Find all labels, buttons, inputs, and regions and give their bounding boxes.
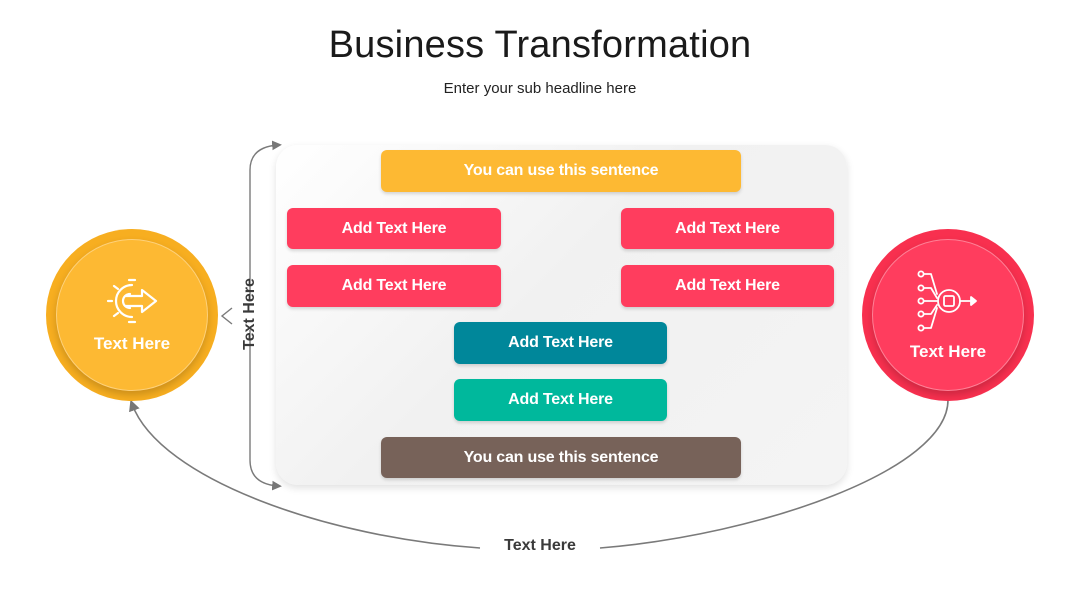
bottom-arc-right	[599, 399, 949, 549]
bracket-line-top	[249, 140, 282, 300]
bottom-label: Text Here	[504, 537, 576, 554]
bottom-arc-left	[129, 399, 481, 549]
text-box-label: Add Text Here	[508, 334, 613, 351]
circuit-chip-icon	[917, 270, 977, 332]
text-box-row1-right: Add Text Here	[621, 208, 834, 249]
page-subtitle: Enter your sub headline here	[443, 80, 637, 97]
text-box-row1-left: Add Text Here	[287, 208, 501, 249]
text-box-teal-dark: Add Text Here	[454, 322, 667, 364]
text-box-row2-left: Add Text Here	[287, 265, 501, 307]
bottom-sentence-label: You can use this sentence	[463, 448, 659, 466]
vertical-label: Text Here	[241, 278, 258, 350]
left-circle-label: Text Here	[93, 334, 171, 353]
content-panel	[276, 145, 847, 485]
page-title: Business Transformation	[328, 24, 752, 66]
text-box-row2-right: Add Text Here	[621, 265, 834, 307]
top-sentence-box: You can use this sentence	[381, 150, 741, 192]
text-box-label: Add Text Here	[341, 277, 447, 294]
gear-arrow-icon	[106, 278, 158, 324]
text-box-label: Add Text Here	[508, 391, 613, 408]
top-sentence-label: You can use this sentence	[463, 162, 659, 179]
right-circle-label: Text Here	[909, 342, 987, 361]
text-box-label: Add Text Here	[675, 277, 780, 294]
text-box-teal-light: Add Text Here	[454, 379, 667, 421]
left-circle-inner: Text Here	[56, 239, 208, 391]
bracket-notch	[220, 307, 233, 325]
bottom-sentence-box: You can use this sentence	[381, 437, 741, 478]
right-circle: Text Here	[862, 229, 1034, 401]
right-circle-inner: Text Here	[872, 239, 1024, 391]
text-box-label: Add Text Here	[341, 219, 447, 237]
text-box-label: Add Text Here	[675, 219, 780, 237]
bracket-line-bottom	[249, 330, 282, 491]
left-circle: Text Here	[46, 229, 218, 401]
